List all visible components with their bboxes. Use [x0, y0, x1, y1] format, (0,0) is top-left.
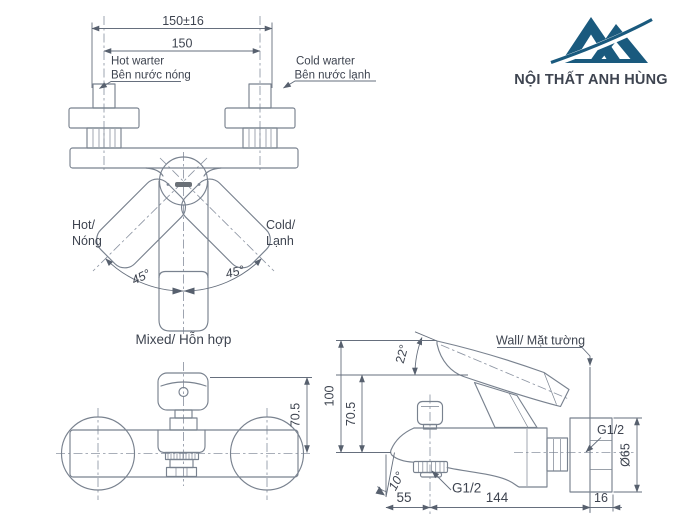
side-dim-100-label: 100	[323, 386, 337, 407]
handle-cold-position-outline	[180, 178, 271, 269]
top-view: 150±16 150 Hot warter Bên nước nóng Cold…	[68, 14, 376, 347]
front-outlet-hexnut	[165, 466, 198, 478]
cold-inlet-assembly	[224, 83, 296, 149]
side-handle-cone	[473, 381, 538, 429]
cold-inlet-label-en: Cold warter	[296, 56, 355, 68]
hot-position-label-vi: Nóng	[72, 234, 102, 248]
cold-inlet-nut	[242, 127, 278, 149]
mixed-arrow-right	[183, 287, 195, 295]
front-dim-70-5-label: 70.5	[289, 403, 303, 427]
side-body-underside	[446, 467, 520, 488]
brand-logo: NỘI THẤT ANH HÙNG	[514, 17, 668, 88]
side-22deg-label: 22°	[393, 343, 411, 365]
side-wall-nut	[546, 437, 569, 472]
cold-handle-axis	[159, 157, 275, 272]
inlet-thread-leader	[585, 437, 602, 453]
side-wall-nut-facets	[553, 439, 561, 471]
hot-inlet-label-en: Hot warter	[111, 56, 164, 68]
handle-grip-edge	[158, 270, 209, 279]
mixed-position-label: Mixed/ Hỗn hợp	[136, 332, 232, 347]
dim-150-tolerance-label: 150±16	[162, 14, 204, 28]
side-lever-axis	[440, 344, 568, 399]
side-lever-fold-line	[543, 372, 557, 405]
side-10deg-arc	[377, 486, 387, 492]
wall-label: Wall/ Mặt tường	[496, 334, 585, 348]
hot-handle-axis	[92, 157, 208, 272]
front-knurl-hatch	[167, 453, 196, 460]
side-10deg-arrow	[375, 486, 385, 496]
brand-mark-on-handle	[175, 182, 192, 187]
hot-nut-ribs	[92, 129, 116, 147]
side-lever-tip-extension	[414, 331, 438, 342]
front-valve-block	[157, 429, 206, 454]
logo-swoosh	[550, 18, 653, 65]
hot-position-label-en: Hot/	[72, 218, 95, 232]
front-left-escutcheon	[60, 416, 136, 491]
front-view: 70.5	[56, 362, 313, 500]
hot-inlet-assembly	[68, 83, 140, 149]
rotation-arc	[105, 258, 262, 292]
mixed-arrow-left	[172, 287, 184, 295]
spout-thread-label: G1/2	[452, 481, 481, 496]
side-outlet-lip	[419, 471, 443, 478]
front-handle-cap	[157, 372, 209, 411]
side-view: Wall/ Mặt tường 22° 100 70.5 10° 55 144 …	[323, 331, 642, 515]
front-right-escutcheon	[229, 416, 305, 491]
handle-mixed-position-outline	[158, 180, 209, 332]
front-hexnut-facets	[175, 467, 188, 477]
side-dim-65-label: Ø65	[619, 443, 633, 467]
dim-150-label: 150	[172, 37, 193, 51]
hot-inlet-label-vi: Bên nước nóng	[111, 70, 191, 82]
side-22deg-arc	[412, 336, 423, 376]
span-extension-lines	[91, 22, 273, 88]
inlet-thread-label: G1/2	[597, 423, 624, 437]
cold-inlet-label-vi: Bên nước lạnh	[295, 70, 371, 82]
cold-position-label-vi: Lạnh	[266, 234, 294, 248]
wall-leader	[497, 347, 593, 367]
hot-inlet-leader	[99, 81, 181, 89]
hot-inlet-nut	[86, 127, 122, 149]
front-handle-cap-arc	[160, 381, 207, 387]
side-dim-70-5-label: 70.5	[344, 402, 358, 426]
spout-thread-leader	[431, 470, 452, 491]
front-handle-hole	[178, 386, 189, 398]
cold-position-label-en: Cold/	[266, 218, 296, 232]
brand-name: NỘI THẤT ANH HÙNG	[514, 70, 668, 88]
hot-angle-label: 45°	[129, 267, 152, 288]
side-outlet-ridges	[418, 462, 445, 472]
cold-inlet-leader	[283, 80, 376, 89]
body-bar	[69, 147, 299, 169]
side-lever-handle	[436, 340, 570, 408]
handle-hot-position-outline	[96, 178, 187, 269]
side-flange-socket	[590, 440, 612, 470]
side-cone-inner-line	[508, 392, 529, 428]
side-dim-144-label: 144	[486, 490, 509, 505]
cold-nut-ribs	[248, 129, 272, 147]
side-10deg-lines	[385, 452, 395, 498]
dome-fillets	[145, 167, 222, 177]
side-dim-55-label: 55	[396, 490, 411, 505]
side-diverter-neck	[422, 423, 438, 430]
front-outlet-cylinder	[169, 458, 194, 469]
side-wall-flange	[569, 417, 613, 493]
cold-angle-label: 45°	[224, 263, 246, 281]
side-dim-16-label: 16	[594, 491, 608, 505]
